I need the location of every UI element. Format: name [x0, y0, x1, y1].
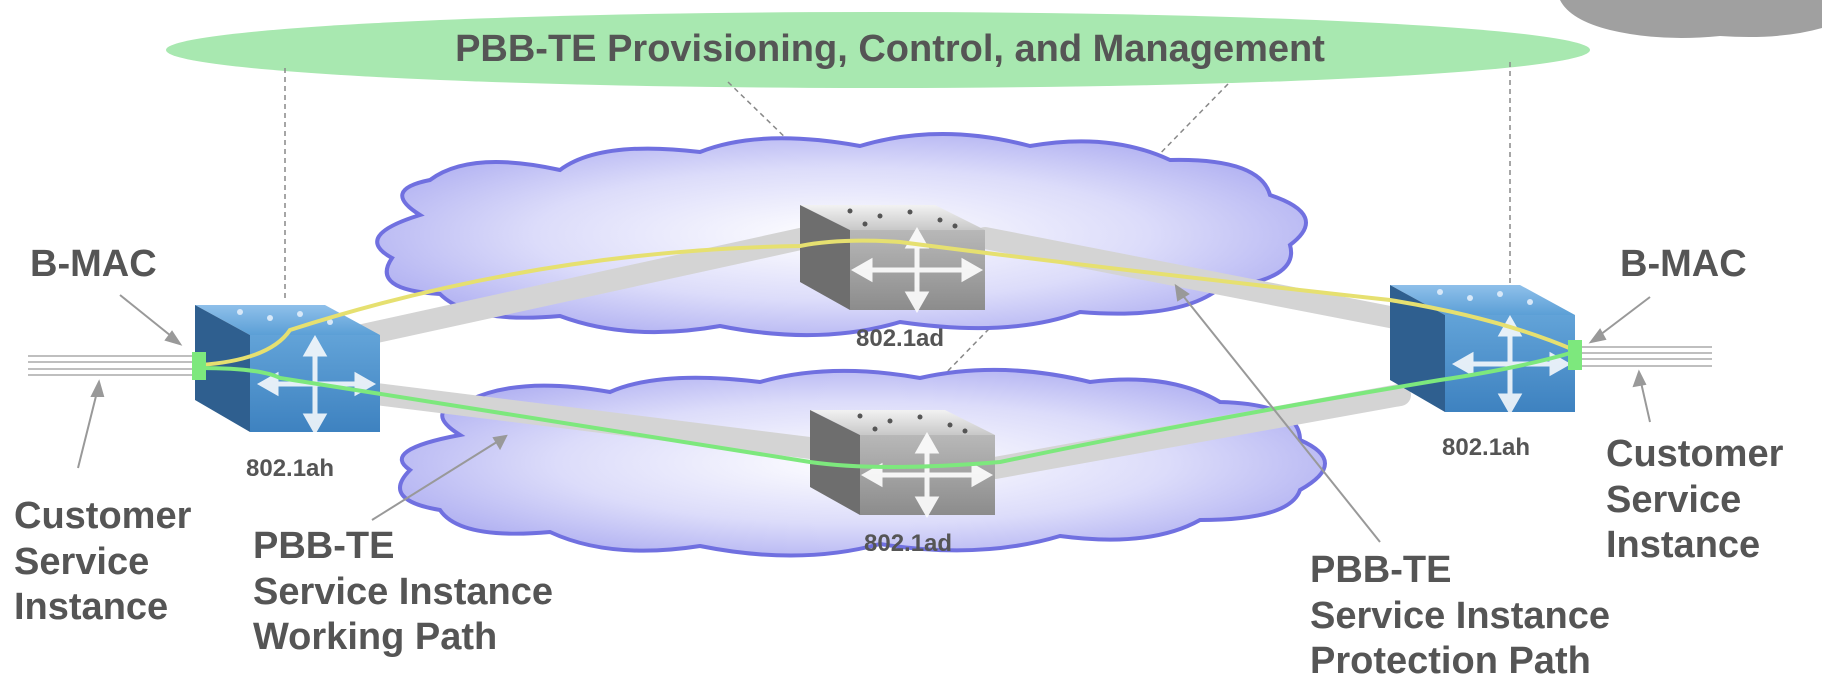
protection-path-line-3: Protection Path	[1310, 640, 1591, 683]
left-edge-switch	[195, 305, 380, 436]
protection-path-label: PBB-TE Service Instance Protection Path	[1310, 548, 1610, 685]
top-core-switch	[800, 205, 985, 314]
left-switch-label: 802.1ah	[246, 455, 335, 482]
protection-path-line	[199, 238, 1575, 367]
working-path-line-3: Working Path	[253, 616, 498, 659]
left-bmac-label: B-MAC	[30, 243, 157, 285]
working-path-line-1: PBB-TE	[253, 525, 395, 567]
right-customer-label: Customer Service Instance	[1606, 432, 1783, 569]
bottom-core-switch	[810, 410, 995, 519]
left-bmac-port	[192, 352, 206, 380]
right-switch-label: 802.1ah	[1442, 434, 1531, 461]
right-customer-line-3: Instance	[1606, 524, 1761, 567]
working-path-label: PBB-TE Service Instance Working Path	[253, 524, 553, 661]
right-bmac-label: B-MAC	[1620, 243, 1747, 285]
control-plane-ellipse	[166, 12, 1590, 88]
left-customer-line-2: Service	[14, 540, 150, 583]
top-switch-label: 802.1ad	[856, 325, 945, 352]
protection-path-line-1: PBB-TE	[1310, 549, 1452, 591]
pointer-arrows	[77, 283, 1651, 543]
customer-lines-left	[28, 355, 195, 376]
bottom-switch-label: 802.1ad	[864, 530, 953, 557]
protection-path-line-2: Service Instance	[1310, 594, 1610, 637]
right-customer-line-2: Service	[1606, 478, 1742, 521]
left-customer-label: Customer Service Instance	[14, 494, 191, 631]
working-path-line-2: Service Instance	[253, 570, 553, 613]
right-bmac-port	[1568, 340, 1582, 370]
left-customer-line-3: Instance	[14, 586, 169, 629]
right-customer-line-1: Customer	[1606, 433, 1784, 475]
customer-lines-right	[1578, 346, 1712, 367]
corner-cloud-fragment	[1560, 0, 1822, 38]
left-customer-line-1: Customer	[14, 495, 192, 537]
working-path-line	[199, 350, 1575, 469]
control-plane-title: PBB-TE Provisioning, Control, and Manage…	[455, 28, 1325, 70]
